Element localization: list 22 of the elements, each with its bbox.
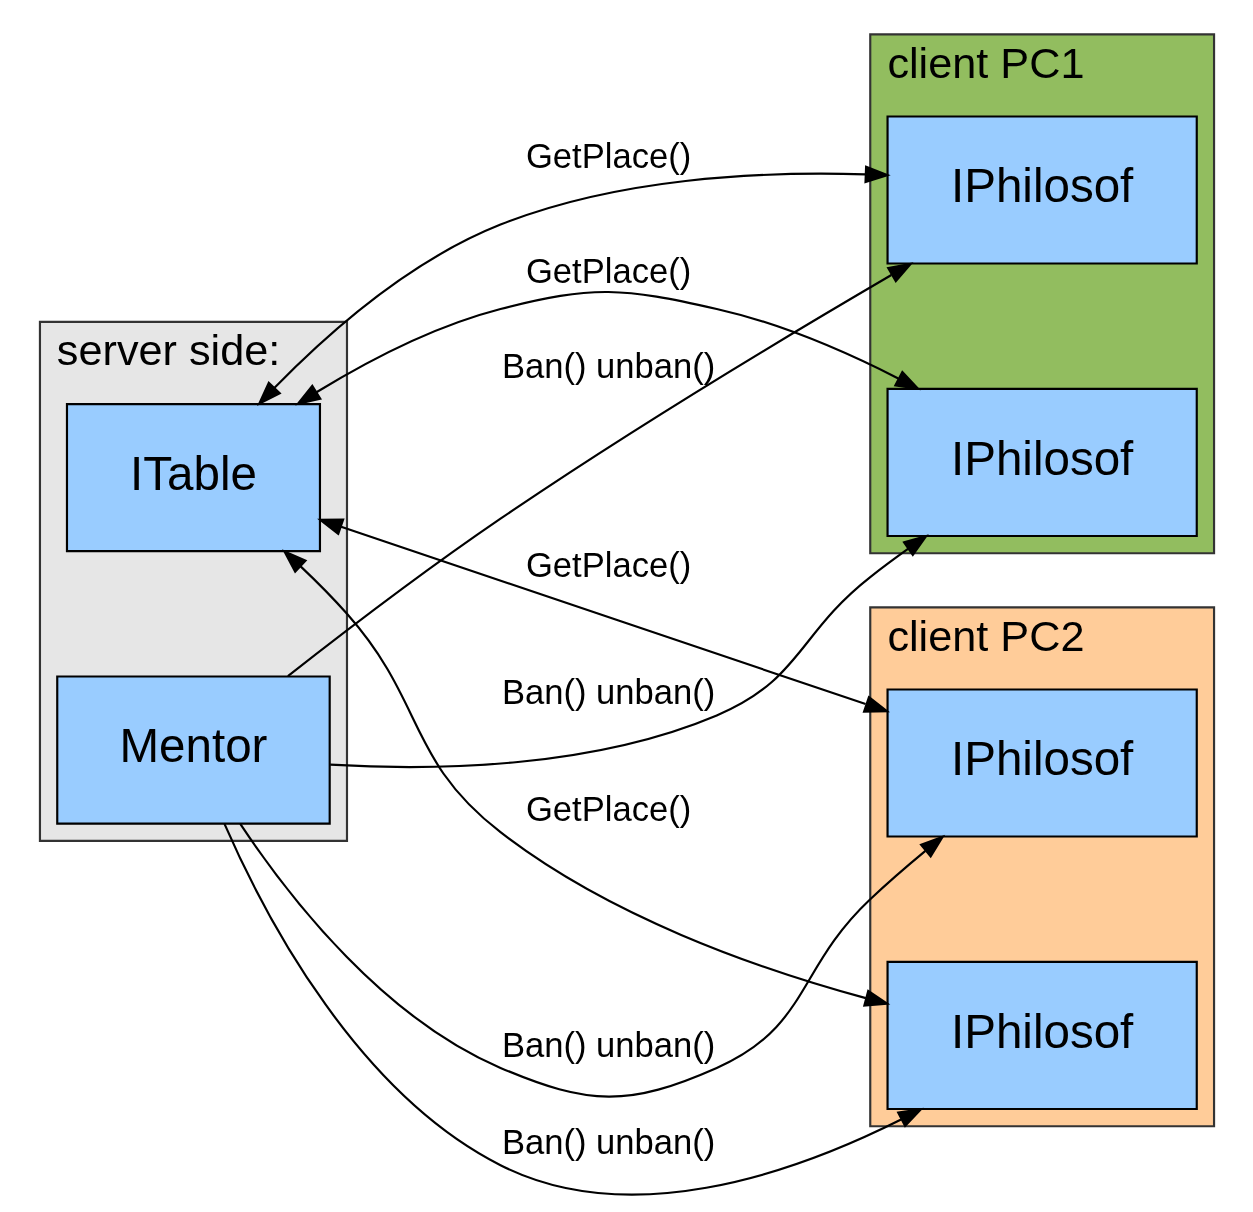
arrow <box>256 165 891 406</box>
node-box: IPhilosof <box>885 688 1198 838</box>
arrow <box>286 262 913 677</box>
arrow <box>294 290 921 406</box>
edge-label: Ban() unban() <box>501 346 715 385</box>
node-box: IPhilosof <box>885 387 1198 538</box>
edge-label: GetPlace() <box>525 789 691 828</box>
edge-label: GetPlace() <box>525 545 691 584</box>
node-box: ITable <box>65 403 321 553</box>
arrow <box>329 534 929 769</box>
node-box: IPhilosof <box>885 960 1198 1111</box>
arrow <box>316 518 890 713</box>
node-box: Mentor <box>55 675 331 825</box>
node-box: IPhilosof <box>885 115 1198 265</box>
arrow <box>281 549 890 1007</box>
edge-label: Ban() unban() <box>501 1025 715 1064</box>
edge-label: GetPlace() <box>525 251 691 290</box>
arrow <box>223 823 924 1196</box>
edge-label: Ban() unban() <box>501 673 715 712</box>
edge-label: GetPlace() <box>525 136 691 175</box>
arrow <box>238 823 945 1098</box>
edge-label: Ban() unban() <box>501 1122 715 1161</box>
